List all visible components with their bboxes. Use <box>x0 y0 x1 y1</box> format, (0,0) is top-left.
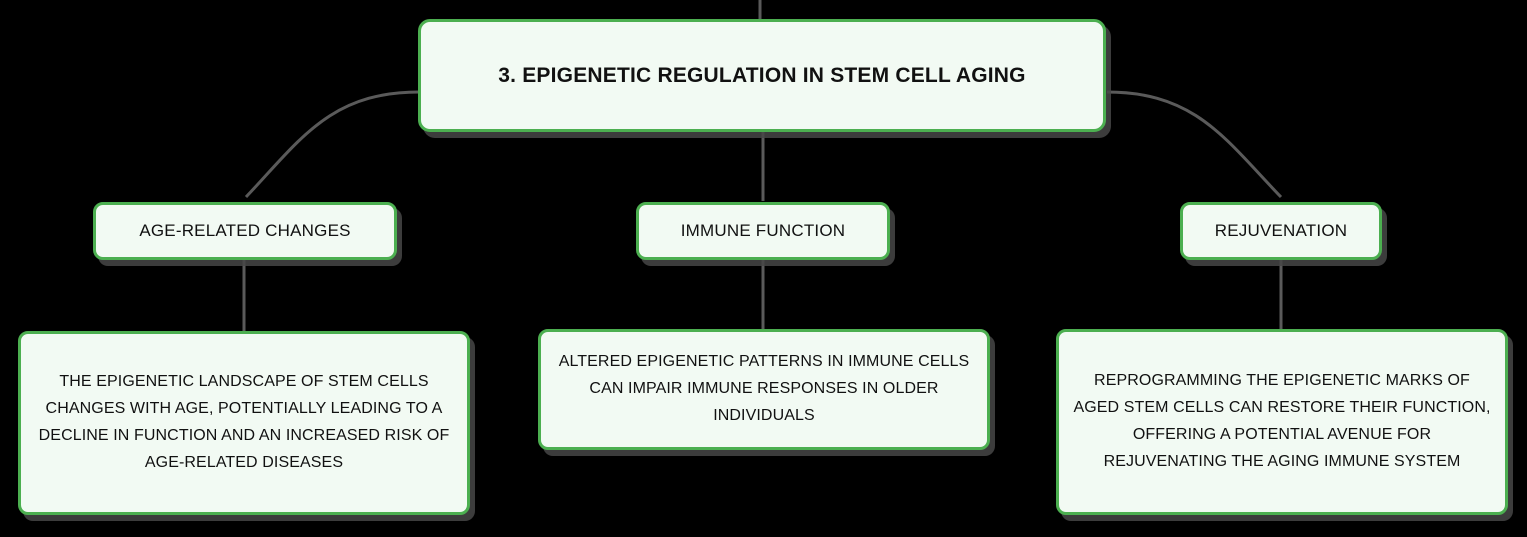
leaf-node-rejuvenation-description[interactable]: REPROGRAMMING THE EPIGENETIC MARKS OF AG… <box>1056 329 1508 515</box>
leaf-node-text: REPROGRAMMING THE EPIGENETIC MARKS OF AG… <box>1073 372 1491 470</box>
edge-root-to-branch-3 <box>1106 90 1283 199</box>
leaf-node-immune-function-description[interactable]: ALTERED EPIGENETIC PATTERNS IN IMMUNE CE… <box>538 329 990 450</box>
branch-node-immune-function[interactable]: IMMUNE FUNCTION <box>636 202 890 260</box>
leaf-node-text: ALTERED EPIGENETIC PATTERNS IN IMMUNE CE… <box>558 353 970 424</box>
root-node-label: 3. EPIGENETIC REGULATION IN STEM CELL AG… <box>498 63 1026 87</box>
branch-node-label: REJUVENATION <box>1214 221 1348 240</box>
leaf-node-age-related-changes-description[interactable]: THE EPIGENETIC LANDSCAPE OF STEM CELLS C… <box>18 331 470 515</box>
branch-node-age-related-changes[interactable]: AGE-RELATED CHANGES <box>93 202 397 260</box>
branch-node-label: IMMUNE FUNCTION <box>680 221 846 240</box>
branch-node-rejuvenation[interactable]: REJUVENATION <box>1180 202 1382 260</box>
edge-root-to-branch-1 <box>244 90 420 199</box>
root-node[interactable]: 3. EPIGENETIC REGULATION IN STEM CELL AG… <box>418 19 1106 132</box>
leaf-node-text: THE EPIGENETIC LANDSCAPE OF STEM CELLS C… <box>38 373 450 471</box>
branch-node-label: AGE-RELATED CHANGES <box>139 221 351 240</box>
